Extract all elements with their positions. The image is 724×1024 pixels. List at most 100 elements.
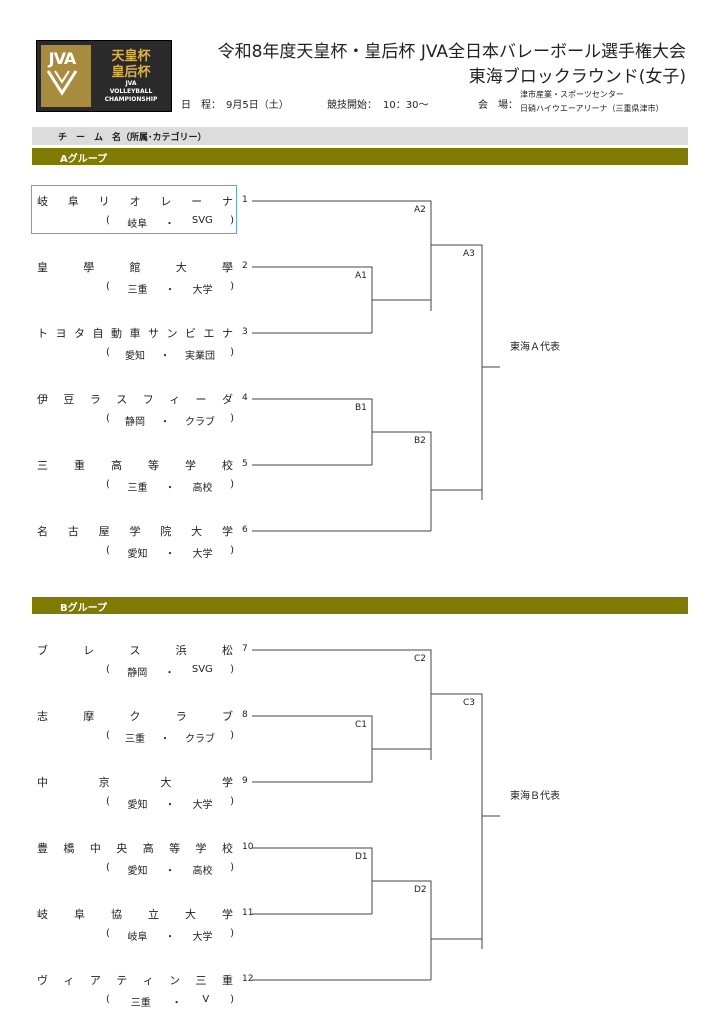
team-name-char: 三	[195, 974, 207, 987]
team-affiliation: ( 静岡 ・ SVG)	[106, 664, 234, 679]
match-label-c2: C2	[414, 654, 427, 664]
team-affiliation: (三重・高校)	[106, 479, 234, 494]
team-name: 岐阜リオレーナ	[37, 193, 233, 208]
team-name-char: 大	[175, 261, 187, 274]
team-name-char: ィ	[169, 393, 181, 406]
team-number: 9	[242, 776, 248, 786]
team-name-char: ビ	[185, 327, 196, 340]
team-name-char: ヨ	[55, 327, 67, 340]
team-affiliation: (愛知・実業団)	[106, 347, 234, 362]
group-b-bar: Bグループ	[32, 597, 688, 614]
team-name-char: ラ	[89, 393, 101, 406]
affiliation-close-paren: )	[230, 796, 234, 807]
affiliation-category: 大学	[192, 932, 213, 943]
team-name-char: 高	[111, 459, 122, 472]
logo-text-emperor-cup: 天皇杯	[111, 49, 151, 64]
team-affiliation: (岐阜・大学)	[106, 928, 234, 943]
team-name-char: 協	[111, 908, 122, 921]
affiliation-category: 大学	[192, 800, 213, 811]
team-name-char: 中	[37, 776, 48, 789]
affiliation-close-paren: )	[230, 928, 234, 939]
group-a-title: Aグループ	[60, 154, 108, 165]
affiliation-open-paren: (	[106, 413, 110, 424]
team-name-char: 学	[221, 525, 233, 538]
team-name-char: ナ	[221, 195, 233, 208]
group-b-representative: 東海Ｂ代表	[510, 791, 560, 802]
team-number: 3	[242, 327, 248, 337]
affiliation-open-paren: (	[106, 664, 110, 675]
team-name-char: ス	[129, 644, 141, 657]
affiliation-category: 大学	[192, 285, 213, 296]
team-name-char: 校	[222, 459, 233, 472]
group-b-title: Bグループ	[60, 603, 108, 614]
team-affiliation: (三重・大学)	[106, 281, 234, 296]
affiliation-category: 高校	[192, 483, 213, 494]
team-number: 10	[242, 842, 254, 852]
team-name-char: エ	[203, 327, 215, 340]
team-name-char: ー	[195, 393, 207, 406]
match-label-d2: D2	[414, 885, 427, 895]
team-name-char: 院	[160, 525, 172, 538]
team-affiliation: (愛知・大学)	[106, 545, 234, 560]
team-number: 1	[242, 195, 248, 205]
match-label-a2: A2	[414, 205, 426, 215]
affiliation-close-paren: )	[230, 479, 234, 490]
group-a-bar: Aグループ	[32, 148, 688, 165]
affiliation-open-paren: (	[106, 479, 110, 490]
team-name-char: 大	[185, 908, 196, 921]
logo-text-championship: JVA VOLLEYBALL CHAMPIONSHIP	[104, 80, 158, 103]
team-name-char: サ	[148, 327, 159, 340]
team-name: 岐阜協立大学	[37, 906, 233, 921]
page-title: 令和8年度天皇杯・皇后杯 JVA全日本バレーボール選手権大会	[217, 42, 686, 62]
team-name: 豊橋中央高等学校	[37, 840, 233, 855]
team-name-char: ィ	[142, 974, 154, 987]
start-label: 競技開始：	[327, 100, 377, 111]
team-name-char: 三	[37, 459, 48, 472]
team-name-char: 松	[222, 644, 233, 657]
logo-mark: JVA	[48, 49, 77, 68]
team-name-char: オ	[129, 195, 141, 208]
affiliation-category: SVG	[191, 664, 213, 675]
jva-logo: JVA 天皇杯 皇后杯 JVA VOLLEYBALL CHAMPIONSHIP	[36, 40, 172, 112]
team-name-char: 学	[222, 908, 233, 921]
team-name-char: ク	[129, 710, 141, 723]
team-name-char: ヴ	[37, 974, 48, 987]
team-name-char: 立	[148, 908, 159, 921]
team-name-char: 等	[169, 842, 181, 855]
team-name: トヨタ自動車サンビエナ	[37, 325, 233, 340]
team-name-char: 學	[222, 261, 233, 274]
affiliation-separator: ・	[165, 932, 175, 943]
team-number: 2	[242, 261, 248, 271]
affiliation-category: 実業団	[185, 351, 216, 362]
team-name-char: ン	[169, 974, 181, 987]
affiliation-close-paren: )	[230, 664, 234, 675]
venue-line2: 日硝ハイウエーアリーナ（三重県津市）	[520, 104, 664, 113]
team-name-char: 阜	[67, 195, 79, 208]
team-name-char: 摩	[83, 710, 95, 723]
team-name-char: ィ	[63, 974, 75, 987]
affiliation-separator: ・	[164, 668, 175, 679]
match-label-a3: A3	[463, 249, 475, 259]
page-subtitle: 東海ブロックラウンド(女子)	[468, 67, 686, 87]
date-label: 日 程：	[181, 100, 221, 111]
affiliation-close-paren: )	[230, 730, 234, 741]
team-name-char: 自	[92, 327, 104, 340]
affiliation-prefecture: 静岡	[127, 668, 148, 679]
affiliation-category: クラブ	[185, 417, 216, 428]
team-name-char: 重	[221, 974, 233, 987]
team-name-char: 浜	[175, 644, 187, 657]
team-name-char: 橋	[63, 842, 75, 855]
team-name-char: 伊	[37, 393, 48, 406]
team-name-char: フ	[142, 393, 154, 406]
affiliation-prefecture: 愛知	[127, 800, 148, 811]
team-number: 7	[242, 644, 248, 654]
affiliation-open-paren: (	[106, 862, 110, 873]
match-label-b1: B1	[355, 403, 367, 413]
team-name-char: 皇	[37, 261, 48, 274]
affiliation-category: V	[202, 994, 210, 1005]
affiliation-close-paren: )	[230, 215, 234, 226]
team-name-char: 校	[221, 842, 233, 855]
team-name-char: 學	[83, 261, 95, 274]
team-name-char: 高	[142, 842, 154, 855]
affiliation-prefecture: 岐阜	[127, 932, 148, 943]
